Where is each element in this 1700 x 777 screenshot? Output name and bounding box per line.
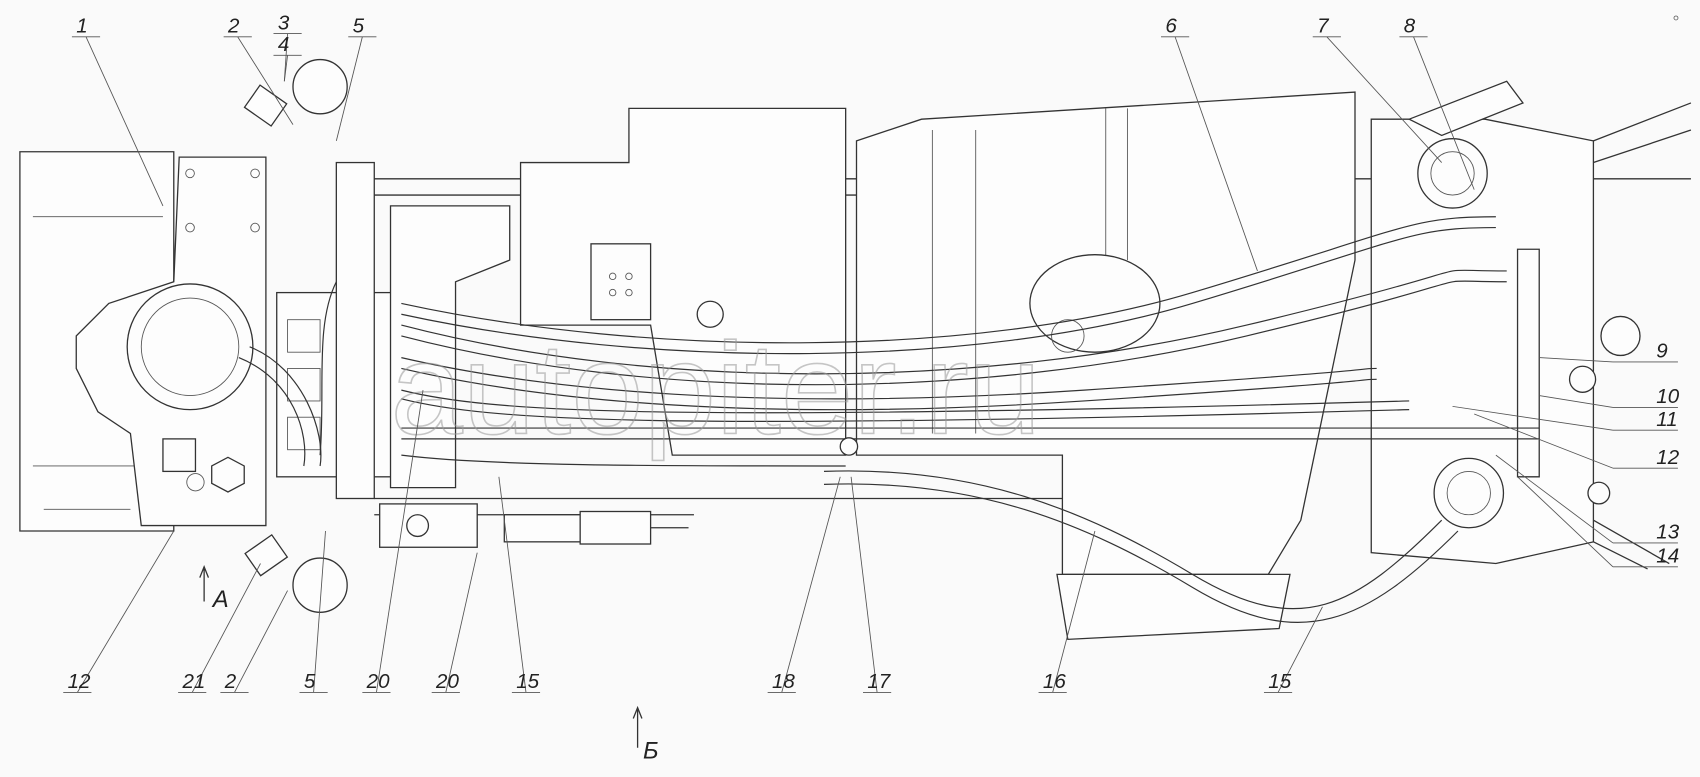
leader-line [767,476,841,693]
leader-line [498,476,541,693]
callout-number: 2 [224,670,237,693]
callout-number: 6 [1165,15,1177,38]
callout-number: 12 [1656,446,1679,469]
leader-line [1312,36,1443,163]
leader-line [223,36,294,125]
callout-number: 10 [1656,385,1679,408]
callout-number: 11 [1656,408,1677,431]
callout-number: 8 [1404,15,1416,38]
callout-bottom-5: 20 [362,390,424,693]
callout-bottom-10: 16 [1038,530,1096,693]
callout-number: 13 [1656,521,1679,544]
leader-line [335,36,377,141]
callout-right-5: 13 [1495,454,1680,544]
view-label-a: А [211,586,229,613]
callout-right-1: 9 [1539,340,1678,363]
leader-line [1495,454,1678,544]
callout-top-2: 2 [223,15,294,125]
callout-number: 15 [516,670,539,693]
callout-bottom-9: 17 [850,476,892,693]
callout-bottom-6: 20 [431,552,478,693]
callout-number: 20 [366,670,390,693]
callout-number: 5 [353,15,365,38]
leader-line [1539,395,1678,408]
machine-outline [19,58,1692,641]
callout-number: 5 [304,670,316,693]
callout-bottom-2: 21 [178,563,261,693]
callout-top-6: 6 [1161,15,1258,272]
callout-top-4: 4 [273,33,302,82]
callout-number: 1 [76,15,87,38]
callout-right-4: 12 [1474,413,1680,469]
leader-line [1038,530,1096,693]
leader-line [273,33,302,82]
view-arrow-a: А [199,565,229,613]
leader-line [63,530,175,693]
callout-number: 15 [1268,670,1291,693]
callout-number: 18 [772,670,795,693]
leader-line [362,390,424,693]
callout-number: 20 [435,670,459,693]
callout-right-2: 10 [1539,385,1680,408]
view-label-b: Б [643,738,659,765]
callout-number: 16 [1043,670,1066,693]
callout-number: 3 [278,11,290,34]
leader-line [71,36,164,207]
leader-line [1399,36,1475,190]
callout-number: 21 [181,670,205,693]
leader-line [178,563,261,693]
callout-number: 12 [68,670,91,693]
leader-line [1161,36,1258,272]
callout-bottom-3: 2 [220,590,288,693]
callout-number: 4 [278,33,289,56]
callout-top-7: 7 [1312,15,1443,163]
leader-line [1263,606,1323,693]
watermark: autopiter.ru [391,315,1042,461]
callout-bottom-4: 5 [299,530,328,693]
callout-number: 9 [1656,340,1668,363]
callout-top-8: 8 [1399,15,1475,190]
leader-line [1474,413,1678,469]
callout-bottom-7: 15 [498,476,541,693]
callout-right-6: 14 [1517,476,1679,568]
callout-top-1: 1 [71,15,164,207]
callout-number: 2 [227,15,240,38]
corner-marks [1673,15,1679,21]
leader-line [1539,357,1678,363]
callout-right-3: 11 [1452,405,1678,431]
callout-top-3: 3 [273,11,302,82]
leader-line [1517,476,1678,568]
callout-number: 14 [1656,544,1679,567]
leader-line [299,530,328,693]
callout-bottom-11: 15 [1263,606,1323,693]
callout-bottom-8: 18 [767,476,841,693]
callout-number: 7 [1317,15,1330,38]
callout-top-5: 5 [335,15,377,141]
callout-bottom-1: 12 [63,530,175,693]
leader-line [1452,405,1678,431]
callout-number: 17 [867,670,891,693]
hydraulic-pipes [238,216,1540,623]
leader-line [220,590,288,693]
view-arrow-b: Б [632,705,659,765]
leader-line [850,476,892,693]
leader-line [431,552,478,693]
leader-line [273,54,302,82]
